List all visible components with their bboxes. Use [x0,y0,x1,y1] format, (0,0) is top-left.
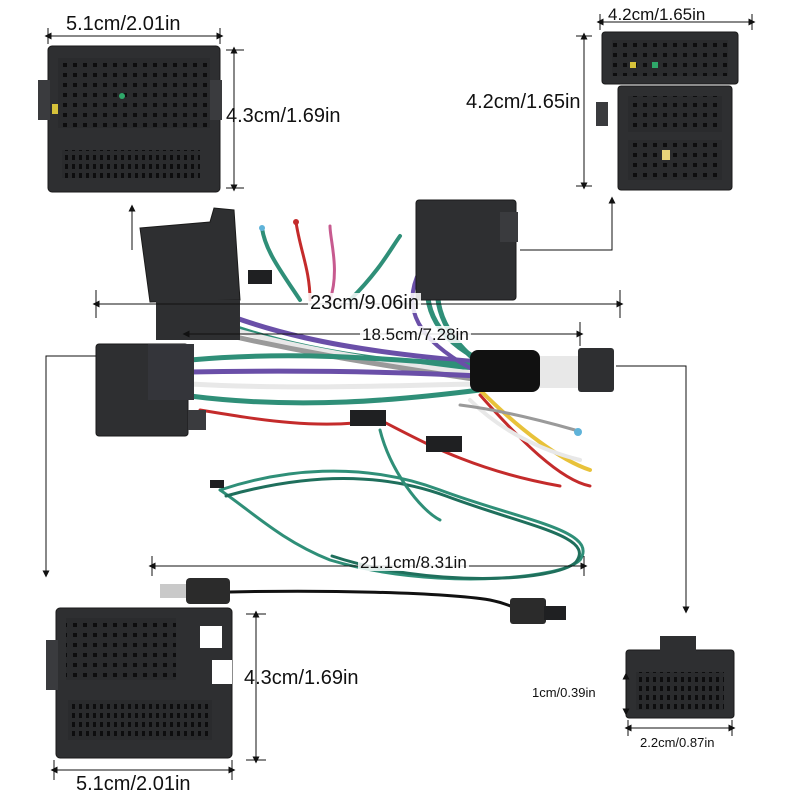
sleeve [470,350,540,392]
top-left-connector [38,45,222,193]
iso-plug-end [578,348,614,392]
top-right-width-label: 4.2cm/1.65in [608,5,706,24]
antenna-length-label: 21.1cm/8.31in [358,553,469,572]
bottom-left-width-label: 5.1cm/2.01in [76,773,191,795]
top-right-connector [596,31,739,191]
antenna-cable [160,578,566,624]
bottom-right-small-connector [625,636,735,719]
middle-iso-plug [415,199,518,301]
lower-quadlock-plug [95,343,206,437]
top-left-height-label: 4.3cm/1.69in [226,105,341,127]
bottom-left-height-label: 4.3cm/1.69in [244,667,359,689]
small-width-label: 2.2cm/0.87in [640,735,715,750]
top-right-height-label: 4.2cm/1.65in [464,91,583,113]
upper-quadlock-plug [139,207,241,340]
top-left-width-label: 5.1cm/2.01in [66,13,181,35]
small-height-label: 1cm/0.39in [532,685,596,700]
bottom-left-connector [46,607,233,759]
mid-length-label: 18.5cm/7.28in [360,325,471,344]
total-length-label: 23cm/9.06in [308,292,421,314]
